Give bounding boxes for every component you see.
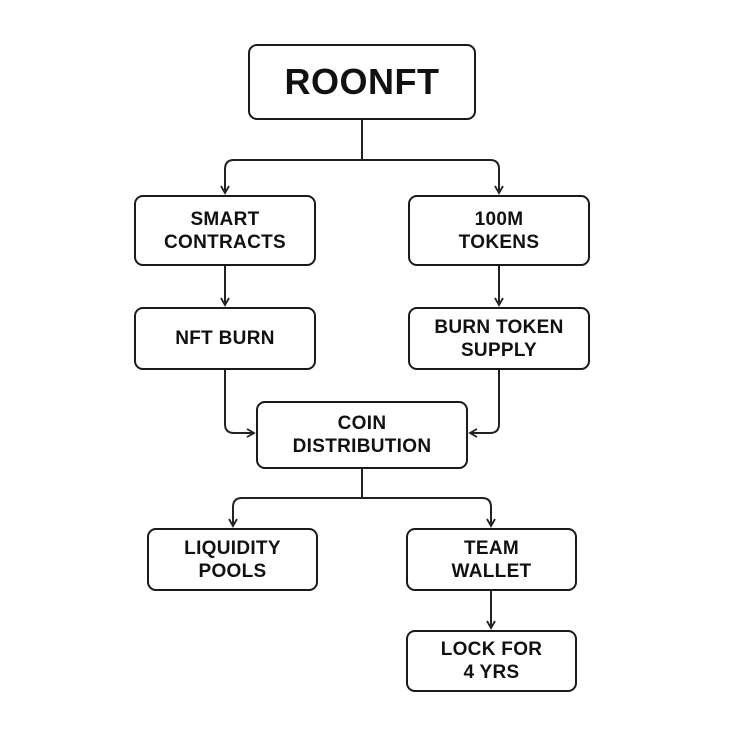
connector-roonft-to-tokens — [362, 159, 504, 195]
connector-coin-distribution-to-team-wallet — [362, 497, 496, 528]
node-lock-for-4-yrs: LOCK FOR 4 YRS — [406, 630, 577, 692]
node-roonft-label: ROONFT — [284, 61, 440, 102]
connector-coin-distribution-to-liquidity-pools — [228, 497, 362, 528]
connector-nft-burn-to-coin-distribution — [224, 370, 256, 438]
node-smart-contracts: SMART CONTRACTS — [134, 195, 316, 266]
node-coin-distribution-label: COIN DISTRIBUTION — [292, 413, 432, 457]
node-team-wallet-label: TEAM WALLET — [451, 537, 532, 582]
connector-roonft-to-smart-contracts — [220, 159, 362, 195]
node-liquidity-pools-label: LIQUIDITY POOLS — [184, 537, 281, 582]
node-burn-token-supply: BURN TOKEN SUPPLY — [408, 307, 590, 370]
node-nft-burn: NFT BURN — [134, 307, 316, 370]
node-liquidity-pools: LIQUIDITY POOLS — [147, 528, 318, 591]
connector-burn-token-supply-to-coin-distribution — [468, 370, 500, 438]
node-lock-for-4-yrs-label: LOCK FOR 4 YRS — [440, 639, 543, 683]
node-roonft: ROONFT — [248, 44, 476, 120]
node-team-wallet: TEAM WALLET — [406, 528, 577, 591]
node-100m-tokens-label: 100M TOKENS — [458, 208, 540, 253]
node-coin-distribution: COIN DISTRIBUTION — [256, 401, 468, 469]
node-smart-contracts-label: SMART CONTRACTS — [164, 208, 286, 253]
node-100m-tokens: 100M TOKENS — [408, 195, 590, 266]
node-burn-token-supply-label: BURN TOKEN SUPPLY — [434, 316, 564, 361]
node-nft-burn-label: NFT BURN — [175, 328, 275, 349]
